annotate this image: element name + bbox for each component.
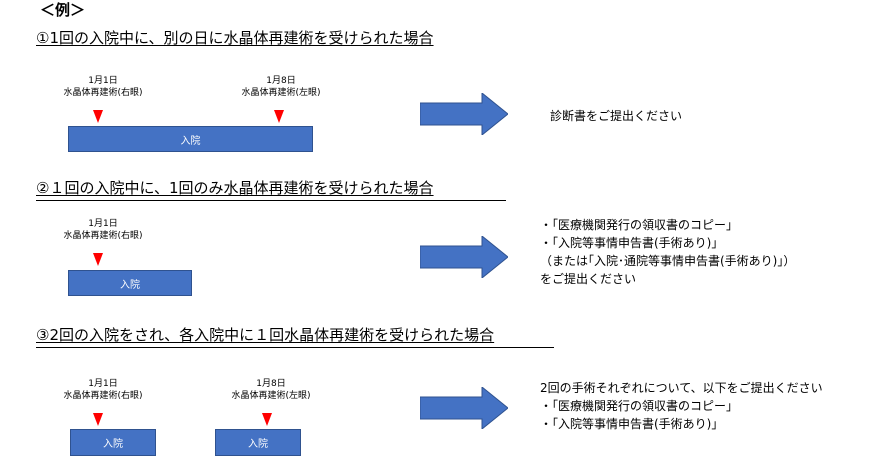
case-1-surgery-2-label: 1月8日 水晶体再建術(左眼)	[226, 75, 336, 99]
case-2-heading-rule	[36, 200, 506, 201]
case-2-surgery-1-label: 1月1日 水晶体再建術(右眼)	[48, 218, 158, 242]
case-3-surgery-2-name: 水晶体再建術(左眼)	[231, 391, 311, 401]
case-3-surgery-2-date: 1月8日	[256, 379, 286, 389]
case-1-surgery-1-label: 1月1日 水晶体再建術(右眼)	[48, 75, 158, 99]
case-3-heading-rule	[36, 347, 554, 348]
case-2-result-line: ・｢入院等事情申告書(手術あり)｣	[540, 236, 718, 250]
case-1-surgery-2-name: 水晶体再建術(左眼)	[241, 88, 321, 98]
case-3-arrow-icon	[420, 387, 508, 429]
case-1-heading: ①1回の入院中に、別の日に水晶体再建術を受けられた場合	[36, 29, 434, 47]
case-2-surgery-1-name: 水晶体再建術(右眼)	[63, 231, 143, 241]
case-3-heading: ③2回の入院をされ、各入院中に１回水晶体再建術を受けられた場合	[36, 326, 495, 344]
case-3-surgery-2-label: 1月8日 水晶体再建術(左眼)	[216, 378, 326, 402]
case-2-result-line: ・｢医療機関発行の領収書のコピー｣	[540, 218, 733, 232]
case-1-surgery-2-date: 1月8日	[266, 76, 296, 86]
case-2-result-line: （または｢入院･通院等事情申告書(手術あり)｣）	[540, 254, 796, 268]
case-3-surgery-2-marker	[262, 413, 272, 426]
case-2-heading: ②１回の入院中に、1回のみ水晶体再建術を受けられた場合	[36, 179, 434, 197]
page-heading: ＜例＞	[40, 1, 86, 19]
case-2-surgery-1-marker	[93, 253, 103, 266]
case-1-stay-bar: 入院	[68, 126, 313, 152]
case-2-surgery-1-date: 1月1日	[88, 219, 118, 229]
case-2-result-line: をご提出ください	[540, 272, 637, 286]
case-3-stay-bar-2: 入院	[215, 429, 301, 456]
case-1-result-line: 診断書をご提出ください	[550, 109, 683, 123]
case-1-surgery-1-name: 水晶体再建術(右眼)	[63, 88, 143, 98]
case-1-surgery-1-marker	[93, 110, 103, 123]
case-1-surgery-1-date: 1月1日	[88, 76, 118, 86]
case-3-result-line: ・｢医療機関発行の領収書のコピー｣	[540, 399, 733, 413]
case-2-result: ・｢医療機関発行の領収書のコピー｣ ・｢入院等事情申告書(手術あり)｣ （または…	[540, 216, 795, 288]
case-3-surgery-1-marker	[93, 413, 103, 426]
case-3-result-line: ・｢入院等事情申告書(手術あり)｣	[540, 417, 718, 431]
case-1-arrow-icon	[420, 93, 508, 135]
case-2-arrow-icon	[420, 236, 508, 278]
case-3-result: 2回の手術それぞれについて、以下をご提出ください ・｢医療機関発行の領収書のコピ…	[540, 379, 823, 433]
case-3-stay-bar-1: 入院	[70, 429, 156, 456]
case-1-surgery-2-marker	[274, 110, 284, 123]
case-1-result: 診断書をご提出ください	[550, 107, 682, 125]
case-3-surgery-1-name: 水晶体再建術(右眼)	[63, 391, 143, 401]
case-3-surgery-1-label: 1月1日 水晶体再建術(右眼)	[48, 378, 158, 402]
case-3-surgery-1-date: 1月1日	[88, 379, 118, 389]
case-2-stay-bar: 入院	[68, 270, 192, 296]
case-3-result-line: 2回の手術それぞれについて、以下をご提出ください	[540, 381, 823, 395]
